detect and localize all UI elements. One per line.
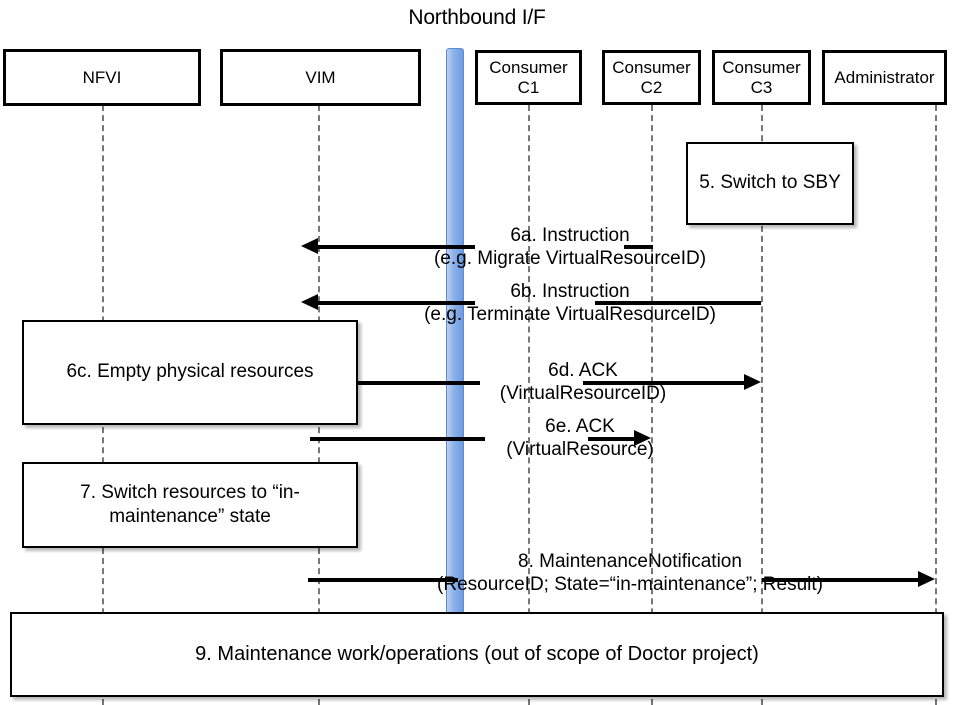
message-8-line-left [308,578,458,582]
actor-consumer-c1[interactable]: Consumer C1 [475,50,582,105]
actor-label-line1: VIM [305,67,336,87]
actor-label-line1: NFVI [82,67,122,87]
message-6e-label-line2: (VirtualResource) [506,439,654,461]
actor-label: NFVI [83,68,122,87]
message-6e-label-line1: 6e. ACK [545,416,615,437]
actor-label-line1: Consumer [489,58,568,78]
message-6d-label: 6d. ACK (VirtualResourceID) [433,359,733,405]
note-line1: 7. Switch resources to [80,481,268,503]
lifeline-admin [935,105,937,705]
actor-label-line2: C3 [750,77,773,97]
message-6e-label: 6e. ACK (VirtualResource) [430,415,730,461]
lifeline-c2 [651,105,653,705]
message-8-line-right [762,578,918,582]
actor-label: Consumer C3 [722,58,800,96]
message-6b-label: 6b. Instruction (e.g. Terminate VirtualR… [270,280,870,326]
note-switch-resources-in-maintenance: 7. Switch resources to “in-maintenance” … [22,462,358,548]
actor-consumer-c2[interactable]: Consumer C2 [602,50,701,105]
lifeline-c1 [528,105,530,705]
lifeline-c3 [761,105,763,705]
actor-consumer-c3[interactable]: Consumer C3 [712,50,811,105]
message-6d-label-line1: 6d. ACK [548,360,618,381]
actor-label: Consumer C1 [489,58,567,96]
message-8-label-line2: (ResourceID; State=“in-maintenance”; Res… [437,574,823,596]
actor-label-line2: C2 [640,77,663,97]
note-text: 9. Maintenance work/operations (out of s… [195,642,759,668]
actor-label: VIM [305,68,335,87]
message-6a-label: 6a. Instruction (e.g. Migrate VirtualRes… [270,224,870,270]
note-line1: 9. Maintenance work/operations [195,642,479,665]
message-6a-line-left [318,245,475,249]
note-maintenance-work: 9. Maintenance work/operations (out of s… [10,612,944,697]
note-line2: SBY [802,172,841,194]
message-6e-arrowhead [634,430,651,446]
note-line2: (out of scope of Doctor project) [484,642,759,665]
message-6d-line-left [358,381,480,385]
northbound-interface-bar [446,48,464,620]
note-line1: 6c. Empty physical resources [66,361,314,383]
message-6a-line-right [624,245,653,249]
note-text: 7. Switch resources to “in-maintenance” … [24,481,356,530]
message-6d-line-right [583,381,744,385]
actor-label-line2: C1 [517,77,540,97]
actor-label: Administrator [834,68,934,87]
message-8-label: 8. MaintenanceNotification (ResourceID; … [320,550,940,596]
actor-vim[interactable]: VIM [220,49,421,106]
message-6b-line-left [318,301,475,305]
actor-label-line1: Consumer [612,58,691,78]
message-8-arrowhead [918,571,935,587]
note-text: 6c. Empty physical resources [66,360,313,384]
diagram-title: Northbound I/F [408,6,546,29]
note-empty-physical-resources: 6c. Empty physical resources [22,320,358,425]
actor-label: Consumer C2 [612,58,690,96]
message-6b-line-right [595,301,761,305]
message-6e-line-right [588,437,634,441]
message-6d-arrowhead [744,374,761,390]
actor-label-line1: Consumer [722,58,801,78]
note-switch-to-sby: 5. Switch to SBY [686,142,854,225]
actor-nfvi[interactable]: NFVI [3,49,201,106]
message-6b-arrowhead [301,294,318,310]
actor-administrator[interactable]: Administrator [822,50,947,105]
actor-label-line1: Administrator [834,67,935,87]
message-6d-label-line2: (VirtualResourceID) [499,383,667,405]
message-6a-arrowhead [301,238,318,254]
message-6a-label-line1: 6a. Instruction [510,225,630,246]
message-6a-label-line2: (e.g. Migrate VirtualResourceID) [433,248,707,270]
message-6b-label-line2: (e.g. Terminate VirtualResourceID) [424,304,716,326]
message-6e-line-left [310,437,485,441]
note-line1: 5. Switch to [699,172,798,194]
message-8-label-line1: 8. MaintenanceNotification [518,551,742,572]
note-line2: “in-maintenance” state [109,481,300,527]
message-6b-label-line1: 6b. Instruction [510,281,630,302]
note-text: 5. Switch to SBY [699,171,841,195]
